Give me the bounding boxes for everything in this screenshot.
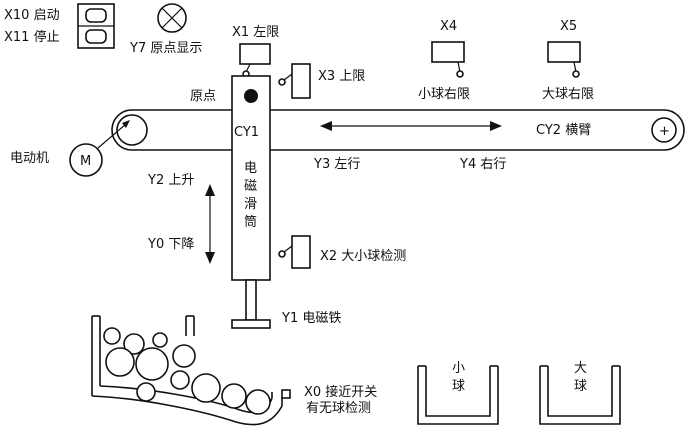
x2-size-detect-label: X2 大小球检测 [320, 249, 406, 264]
big-ball-right-limit-switch-icon [547, 41, 581, 78]
x5-label: X5 [560, 19, 577, 34]
cy2-arm-label: CY2 横臂 [536, 123, 591, 138]
sleeve-indicator-dot [244, 89, 258, 103]
y7-origin-display-label: Y7 原点显示 [129, 41, 202, 56]
y1-electromagnet-label: Y1 电磁铁 [281, 311, 341, 326]
ball-presence-detect-label: 有无球检测 [306, 401, 371, 416]
magnetic-sleeve [231, 75, 271, 281]
start-button-icon[interactable] [85, 8, 107, 23]
sleeve-rod [245, 279, 257, 321]
motor-label: 电动机 [10, 151, 49, 166]
small-bin-char-1: 小 [452, 361, 465, 376]
motor-symbol: M [80, 154, 91, 169]
y4-move-right-label: Y4 右行 [459, 157, 506, 172]
stop-button-icon[interactable] [85, 29, 107, 44]
small-ball-bin [417, 365, 499, 425]
big-ball-right-limit-label: 大球右限 [542, 87, 594, 102]
size-detect-switch-icon [278, 235, 311, 269]
left-pulley-icon [116, 114, 148, 146]
vertical-travel-arrow-icon [205, 184, 215, 264]
y2-up-label: Y2 上升 [147, 173, 194, 188]
x0-proximity-label: X0 接近开关 [304, 384, 377, 400]
big-ball-bin [539, 365, 621, 425]
sleeve-char-1: 电 [244, 161, 257, 176]
right-pulley-plus: + [659, 124, 670, 139]
origin-label: 原点 [190, 89, 216, 104]
y3-move-left-label: Y3 左行 [313, 157, 360, 172]
sleeve-char-2: 磁 [244, 179, 257, 194]
motor-icon [69, 143, 103, 177]
small-ball-right-limit-label: 小球右限 [418, 87, 470, 102]
y0-down-label: Y0 下降 [147, 237, 194, 252]
sleeve-char-3: 滑 [244, 197, 257, 212]
right-pulley-icon [651, 117, 677, 143]
electromagnet-icon [231, 319, 271, 329]
sleeve-char-4: 筒 [244, 214, 257, 230]
x1-left-limit-label: X1 左限 [232, 25, 279, 40]
small-ball-right-limit-switch-icon [431, 41, 465, 78]
horizontal-travel-arrow-icon [320, 121, 502, 131]
big-bin-char-2: 球 [574, 379, 587, 394]
horizontal-arm-belt [111, 109, 685, 151]
small-bin-char-2: 球 [452, 379, 465, 394]
x4-label: X4 [440, 19, 457, 34]
origin-lamp-icon [157, 3, 187, 33]
cy1-label: CY1 [234, 125, 259, 140]
big-bin-char-1: 大 [574, 361, 587, 376]
x3-upper-limit-label: X3 上限 [318, 69, 365, 84]
x11-stop-label: X11 停止 [4, 29, 60, 45]
balls [103, 327, 271, 415]
left-limit-switch-icon [239, 43, 271, 78]
x10-start-label: X10 启动 [4, 8, 60, 23]
upper-limit-switch-icon [278, 63, 311, 99]
proximity-switch-icon [281, 389, 291, 399]
